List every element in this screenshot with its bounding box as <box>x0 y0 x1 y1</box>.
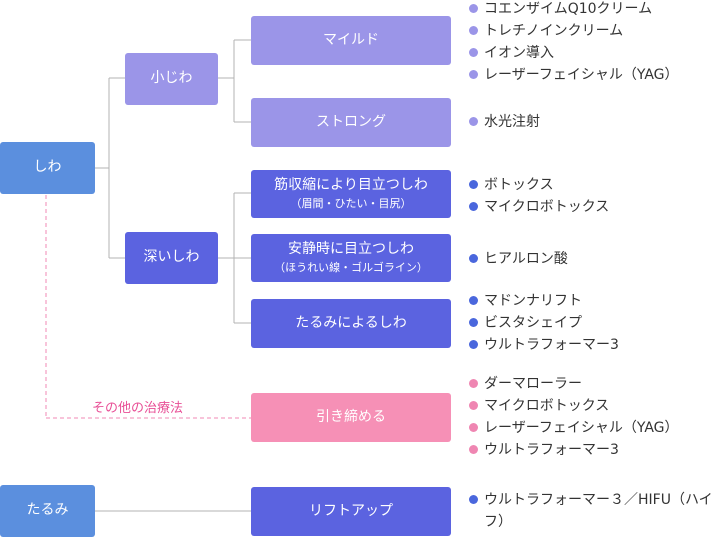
bullet-dot-icon <box>469 117 478 126</box>
list-item-label: ウルトラフォーマー3 <box>484 442 619 458</box>
root-shiwa-box: しわ <box>0 142 95 194</box>
bullet-dot-icon <box>469 296 478 305</box>
bullet-dot-icon <box>469 423 478 432</box>
list-item: レーザーフェイシャル（YAG） <box>468 64 679 86</box>
list-item-label: マイクロボトックス <box>484 199 610 215</box>
treatment-strong-title: ストロング <box>316 113 386 130</box>
list-item-label: マイクロボトックス <box>484 398 610 414</box>
category-fukaijiwa-label: 深いしわ <box>143 249 200 266</box>
treatment-mild-title: マイルド <box>323 31 379 48</box>
root-shiwa-label: しわ <box>33 159 62 176</box>
treatment-liftup-box: リフトアップ <box>251 487 451 536</box>
treatment-muscle-title: 筋収縮により目立つしわ <box>274 177 428 194</box>
treatment-rest-box: 安静時に目立つしわ （ほうれい線・ゴルゴライン） <box>251 234 451 282</box>
list-item: マドンナリフト <box>468 290 619 312</box>
treatment-rest-subtitle: （ほうれい線・ゴルゴライン） <box>274 260 428 274</box>
bullet-dot-icon <box>469 202 478 211</box>
list-item: ボトックス <box>468 174 609 196</box>
list-item: ビスタシェイプ <box>468 312 619 334</box>
list-item-label: レーザーフェイシャル（YAG） <box>484 67 679 83</box>
list-item: レーザーフェイシャル（YAG） <box>468 417 679 439</box>
bullet-dot-icon <box>469 379 478 388</box>
liftup-treatment-list: ウルトラフォーマー３／HIFU（ハイフ） <box>468 489 714 533</box>
bullet-dot-icon <box>469 70 478 79</box>
category-fukaijiwa-box: 深いしわ <box>125 232 218 284</box>
list-item: コエンザイムQ10クリーム <box>468 0 679 20</box>
bullet-dot-icon <box>469 340 478 349</box>
rest-treatment-list: ヒアルロン酸 <box>468 248 568 270</box>
treatment-strong-box: ストロング <box>251 98 451 147</box>
treatment-liftup-title: リフトアップ <box>309 502 393 519</box>
other-treatments-label: その他の治療法 <box>92 401 184 416</box>
list-item: マイクロボトックス <box>468 395 679 417</box>
treatment-muscle-box: 筋収縮により目立つしわ （眉間・ひたい・目尻） <box>251 170 451 218</box>
strong-treatment-list: 水光注射 <box>468 111 540 133</box>
bullet-dot-icon <box>469 401 478 410</box>
bullet-dot-icon <box>469 254 478 263</box>
bullet-dot-icon <box>469 495 478 504</box>
list-item: トレチノインクリーム <box>468 20 679 42</box>
bullet-dot-icon <box>469 4 478 13</box>
root-tarumi-box: たるみ <box>0 485 95 537</box>
list-item-label: レーザーフェイシャル（YAG） <box>484 420 679 436</box>
bullet-dot-icon <box>469 180 478 189</box>
category-kojiwa-box: 小じわ <box>125 53 218 105</box>
treatment-tighten-box: 引き締める <box>251 393 451 442</box>
list-item-label: ヒアルロン酸 <box>484 251 568 267</box>
list-item: マイクロボトックス <box>468 196 609 218</box>
treatment-tighten-title: 引き締める <box>316 408 386 425</box>
list-item: ヒアルロン酸 <box>468 248 568 270</box>
list-item: ウルトラフォーマー3 <box>468 334 619 356</box>
list-item: ウルトラフォーマー3 <box>468 439 679 461</box>
treatment-sagging-wrinkle-box: たるみによるしわ <box>251 299 451 348</box>
list-item-label: トレチノインクリーム <box>484 23 624 39</box>
list-item-label: ビスタシェイプ <box>484 315 582 331</box>
list-item: イオン導入 <box>468 42 679 64</box>
treatment-mild-box: マイルド <box>251 16 451 65</box>
treatment-rest-title: 安静時に目立つしわ <box>288 241 414 258</box>
list-item-label: ウルトラフォーマー３／HIFU（ハイフ） <box>484 492 713 530</box>
bullet-dot-icon <box>469 318 478 327</box>
list-item-label: マドンナリフト <box>484 293 582 309</box>
treatment-sagging-wrinkle-title: たるみによるしわ <box>295 314 407 331</box>
list-item: 水光注射 <box>468 111 540 133</box>
sagging-wrinkle-treatment-list: マドンナリフト ビスタシェイプ ウルトラフォーマー3 <box>468 290 619 356</box>
list-item-label: ダーマローラー <box>484 376 582 392</box>
list-item-label: ボトックス <box>484 177 554 193</box>
list-item-label: 水光注射 <box>484 114 540 130</box>
bullet-dot-icon <box>469 445 478 454</box>
mild-treatment-list: コエンザイムQ10クリーム トレチノインクリーム イオン導入 レーザーフェイシャ… <box>468 0 679 86</box>
treatment-muscle-subtitle: （眉間・ひたい・目尻） <box>290 196 412 210</box>
root-tarumi-label: たるみ <box>26 502 69 519</box>
list-item-label: コエンザイムQ10クリーム <box>484 1 653 17</box>
category-kojiwa-label: 小じわ <box>150 70 193 87</box>
list-item-label: ウルトラフォーマー3 <box>484 337 619 353</box>
tighten-treatment-list: ダーマローラー マイクロボトックス レーザーフェイシャル（YAG） ウルトラフォ… <box>468 373 679 461</box>
list-item-label: イオン導入 <box>484 45 554 61</box>
bullet-dot-icon <box>469 48 478 57</box>
bullet-dot-icon <box>469 26 478 35</box>
muscle-treatment-list: ボトックス マイクロボトックス <box>468 174 609 218</box>
list-item: ダーマローラー <box>468 373 679 395</box>
list-item: ウルトラフォーマー３／HIFU（ハイフ） <box>468 489 714 533</box>
